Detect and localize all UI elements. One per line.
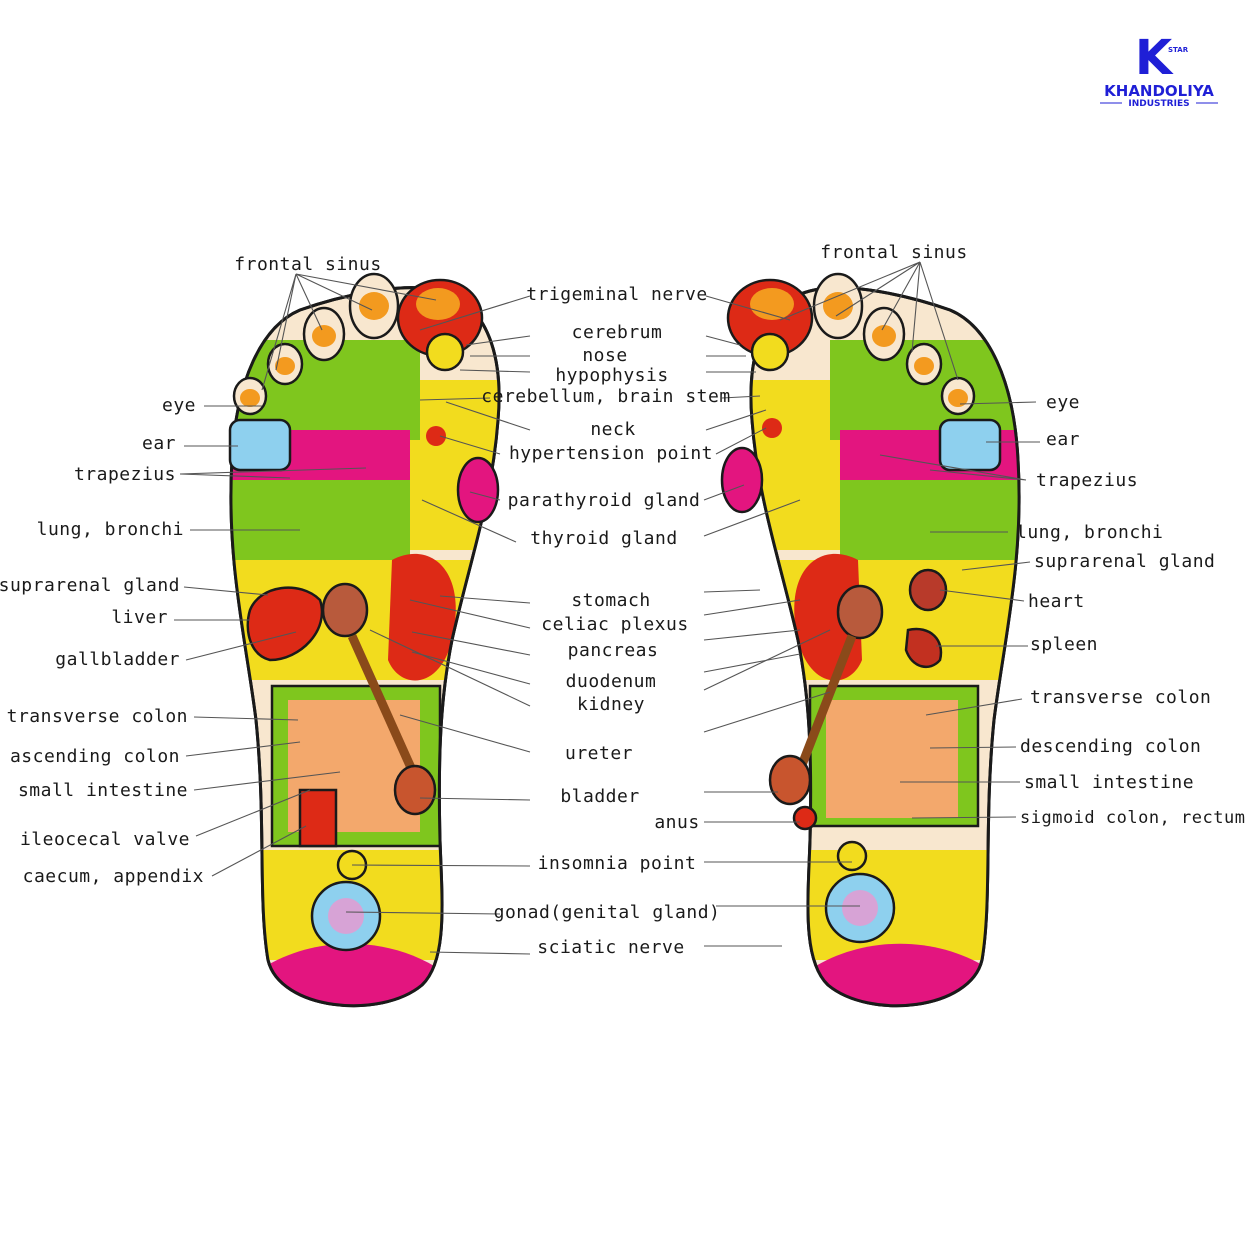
label-lung-bronchi-left: lung, bronchi (37, 519, 184, 540)
label-thyroid-gland: thyroid gland (530, 528, 677, 549)
label-ureter: ureter (565, 743, 633, 764)
label-lung-bronchi-right: lung, bronchi (1016, 522, 1163, 543)
label-sigmoid-colon-rectum: sigmoid colon, rectum (1020, 808, 1245, 828)
logo-mark: K (1135, 30, 1174, 86)
label-ear-left: ear (142, 433, 176, 454)
label-kidney: kidney (577, 694, 645, 715)
label-hypertension-point: hypertension point (509, 443, 713, 464)
left-foot (228, 272, 501, 1008)
label-caecum-appendix: caecum, appendix (23, 866, 204, 887)
label-ascending-colon: ascending colon (10, 746, 180, 767)
label-descending-colon: descending colon (1020, 736, 1201, 757)
label-duodenum: duodenum (566, 671, 657, 692)
right-foot (720, 272, 1021, 1008)
brand-logo: K STAR KHANDOLIYA INDUSTRIES (1100, 30, 1218, 109)
label-anus: anus (654, 812, 699, 833)
label-frontal-sinus-right: frontal sinus (820, 242, 967, 263)
label-liver: liver (111, 607, 168, 628)
label-trigeminal-nerve: trigeminal nerve (526, 284, 707, 305)
label-gonad: gonad(genital gland) (494, 902, 721, 923)
label-frontal-sinus-left: frontal sinus (234, 254, 381, 275)
label-gallbladder: gallbladder (55, 649, 180, 670)
label-sciatic-nerve: sciatic nerve (537, 937, 684, 958)
label-ear-right: ear (1046, 429, 1080, 450)
label-transverse-colon-left: transverse colon (7, 706, 188, 727)
label-celiac-plexus: celiac plexus (541, 614, 688, 635)
label-cerebellum-brain-stem: cerebellum, brain stem (481, 386, 730, 407)
label-parathyroid-gland: parathyroid gland (508, 490, 701, 511)
label-heart: heart (1028, 591, 1085, 612)
label-hypophysis: hypophysis (555, 365, 668, 386)
leader-lines (174, 261, 1040, 955)
label-suprarenal-gland-left: suprarenal gland (0, 575, 180, 596)
label-spleen: spleen (1030, 634, 1098, 655)
label-pancreas: pancreas (568, 640, 659, 661)
label-bladder: bladder (560, 786, 639, 807)
label-insomnia-point: insomnia point (538, 853, 697, 874)
label-transverse-colon-right: transverse colon (1030, 687, 1211, 708)
label-cerebrum: cerebrum (572, 322, 663, 343)
label-suprarenal-gland-right: suprarenal gland (1034, 551, 1215, 572)
label-ileocecal-valve: ileocecal valve (20, 829, 190, 850)
logo-sub: INDUSTRIES (1128, 99, 1189, 109)
label-nose: nose (582, 345, 627, 366)
logo-tag: STAR (1168, 46, 1189, 54)
label-small-intestine-left: small intestine (18, 780, 188, 801)
label-trapezius-right: trapezius (1036, 470, 1138, 491)
label-neck: neck (590, 419, 635, 440)
label-eye-right: eye (1046, 392, 1080, 413)
labels: frontal sinus eye ear trapezius lung, br… (0, 242, 1245, 958)
logo-name: KHANDOLIYA (1104, 82, 1214, 100)
label-eye-left: eye (162, 395, 196, 416)
label-trapezius-left: trapezius (74, 464, 176, 485)
label-stomach: stomach (571, 590, 650, 611)
label-small-intestine-right: small intestine (1024, 772, 1194, 793)
